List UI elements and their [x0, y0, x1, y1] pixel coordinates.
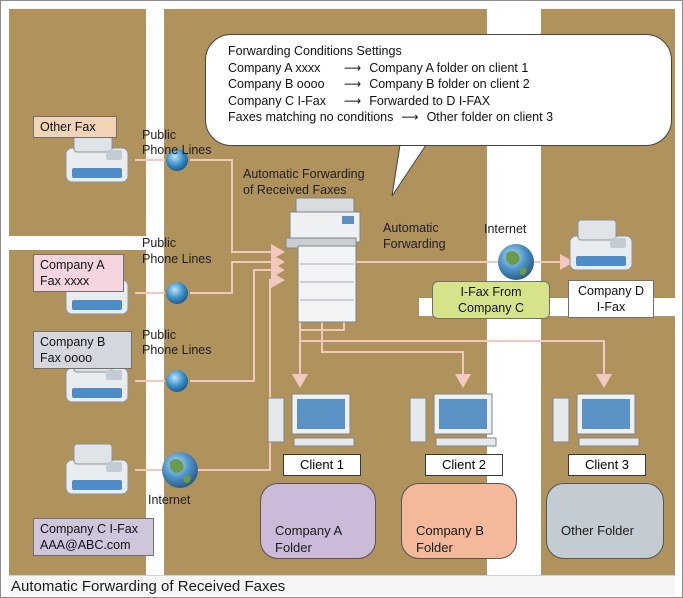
client-3-label: Client 3	[568, 454, 646, 476]
target-4: Other folder on client 3	[426, 110, 554, 124]
target-2: Company B folder on client 2	[369, 77, 530, 91]
phone-line-globe-2	[166, 282, 188, 304]
phone-line-globe-1	[166, 149, 188, 171]
folder-company-a: Company A Folder	[260, 483, 376, 559]
folder-company-b-label: Company B Folder	[416, 522, 484, 556]
fax-machine-other	[65, 131, 129, 183]
sender-company-c-line2: AAA@ABC.com	[40, 538, 131, 552]
auto-forwarding-title-2: of Received Faxes	[243, 183, 347, 197]
folder-company-a-line2: Folder	[275, 540, 312, 555]
sender-company-b-line2: Fax oooo	[40, 351, 93, 365]
sender-other-fax-label: Other Fax	[40, 120, 96, 134]
sender-company-b: Company B Fax oooo	[33, 331, 132, 369]
auto-forwarding-label-2: Forwarding	[383, 237, 446, 251]
sender-company-c: Company C I-Fax AAA@ABC.com	[33, 518, 154, 556]
line-globe1-to-device	[190, 159, 285, 260]
phone-line-globe-3	[166, 370, 188, 392]
internet-globe-right	[498, 244, 534, 280]
phone-lines-label-2: Phone Lines	[142, 252, 212, 266]
sender-company-a-line2: Fax xxxx	[40, 274, 90, 288]
ifax-from-company-c: I-Fax From Company C	[432, 281, 550, 319]
folder-other: Other Folder	[546, 483, 664, 559]
folder-other-label: Other Folder	[561, 522, 634, 539]
target-3: Forwarded to D I-FAX	[369, 93, 491, 108]
folder-company-a-line1: Company A	[275, 523, 343, 538]
sender-company-a: Company A Fax xxxx	[33, 254, 124, 292]
condition-3: Company C I-Fax	[228, 93, 326, 108]
folder-company-b-line1: Company B	[416, 523, 484, 538]
folder-other-line1: Other Folder	[561, 523, 634, 538]
line-device-to-client1	[292, 322, 345, 388]
multifunction-printer	[285, 197, 361, 323]
auto-forwarding-label-1: Automatic	[383, 221, 439, 235]
public-label-1: Public	[142, 128, 177, 142]
condition-row-2: Company B oooo ⟶ Company B folder on cli…	[228, 76, 651, 93]
forwarding-conditions-bubble: Forwarding Conditions Settings Company A…	[205, 34, 672, 146]
line-globe3-to-device	[190, 262, 285, 382]
arrow-icon: ⟶	[344, 77, 362, 91]
arrow-icon: ⟶	[344, 93, 362, 108]
phone-lines-label-3: Phone Lines	[142, 343, 212, 357]
condition-1: Company A xxxx	[228, 60, 321, 75]
folder-company-a-label: Company A Folder	[275, 522, 342, 556]
bubble-title: Forwarding Conditions Settings	[228, 44, 402, 58]
auto-forwarding-title-1: Automatic Forwarding	[243, 167, 365, 181]
client-1-label: Client 1	[283, 454, 361, 476]
condition-4: Faxes matching no conditions	[228, 110, 394, 124]
internet-label-left: Internet	[148, 493, 191, 507]
fax-machine-company-c	[65, 443, 129, 495]
line-globe2-to-device	[190, 254, 285, 294]
bubble-tail	[391, 144, 427, 197]
company-d-ifax: Company D I-Fax	[568, 280, 654, 318]
internet-globe-left	[162, 452, 198, 488]
condition-row-3: Company C I-Fax ⟶ Forwarded to D I-FAX	[228, 93, 651, 110]
line-device-to-client2	[321, 322, 471, 388]
sender-company-b-line1: Company B	[40, 335, 106, 349]
condition-row-4: Faxes matching no conditions ⟶ Other fol…	[228, 109, 651, 126]
target-1: Company A folder on client 1	[369, 60, 529, 75]
fax-machine-company-d	[569, 219, 633, 271]
sender-company-a-line1: Company A	[40, 258, 105, 272]
company-d-line1: Company D	[578, 284, 644, 298]
sender-other-fax: Other Fax	[33, 116, 117, 138]
line-internet-to-device	[198, 272, 285, 471]
folder-company-b-line2: Folder	[416, 540, 453, 555]
road-horizontal-left	[9, 236, 164, 250]
public-label-2: Public	[142, 236, 177, 250]
condition-row-1: Company A xxxx ⟶ Company A folder on cli…	[228, 60, 651, 77]
public-label-3: Public	[142, 328, 177, 342]
ifax-line1: I-Fax From	[460, 285, 522, 299]
figure-caption: Automatic Forwarding of Received Faxes	[9, 575, 675, 596]
internet-label-right: Internet	[484, 222, 527, 236]
arrow-icon: ⟶	[344, 60, 362, 75]
client-computer-1	[267, 393, 355, 447]
folder-company-b: Company B Folder	[401, 483, 517, 559]
client-2-label: Client 2	[425, 454, 503, 476]
ifax-line2: Company C	[458, 301, 524, 315]
client-computer-2	[409, 393, 497, 447]
sender-company-c-line1: Company C I-Fax	[40, 522, 138, 536]
line-device-to-client3	[299, 322, 605, 386]
connector-lines	[135, 159, 612, 471]
condition-2: Company B oooo	[228, 77, 325, 91]
client-computer-3	[552, 393, 640, 447]
company-d-line2: I-Fax	[596, 300, 626, 314]
arrow-icon: ⟶	[401, 110, 419, 124]
phone-lines-label-1: Phone Lines	[142, 143, 212, 157]
